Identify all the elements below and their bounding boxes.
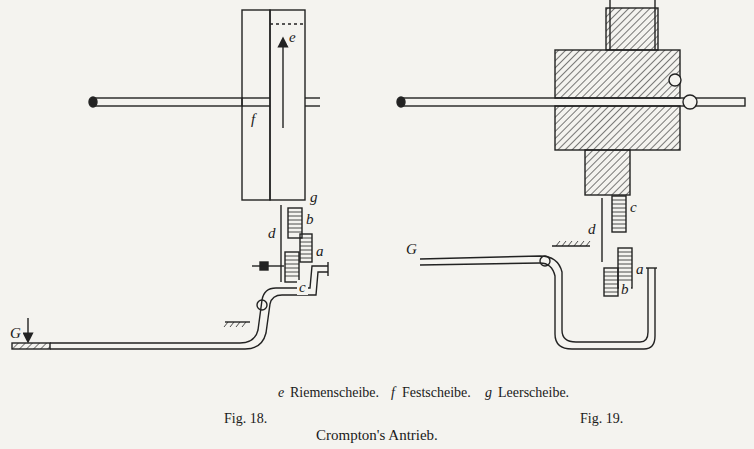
part-letter: c — [297, 280, 308, 295]
fig18-drawing — [12, 10, 328, 349]
part-letter: c — [628, 200, 639, 215]
figure-number: Fig. 18. — [222, 412, 269, 426]
part-letter: a — [634, 262, 646, 277]
part-letter: G — [8, 326, 23, 341]
part-letter: G — [404, 242, 419, 257]
part-letter: d — [266, 226, 278, 241]
key-text: Riemenscheibe. — [288, 386, 381, 400]
part-letter: f — [249, 112, 257, 127]
part-letter: b — [304, 212, 316, 227]
key-text: Leerscheibe. — [496, 386, 571, 400]
part-letter: b — [619, 282, 631, 297]
part-letter: a — [314, 244, 326, 259]
figure-number: Fig. 19. — [578, 412, 625, 426]
key-text: Festscheibe. — [400, 386, 473, 400]
key-letter: g — [483, 386, 494, 400]
part-letter: g — [308, 190, 320, 205]
key-letter: f — [389, 386, 397, 400]
figure-caption: Crompton's Antrieb. — [314, 428, 440, 443]
key-letter: e — [276, 386, 286, 400]
part-letter: d — [586, 222, 598, 237]
part-letter: e — [287, 30, 298, 45]
fig19-drawing — [397, 0, 745, 349]
